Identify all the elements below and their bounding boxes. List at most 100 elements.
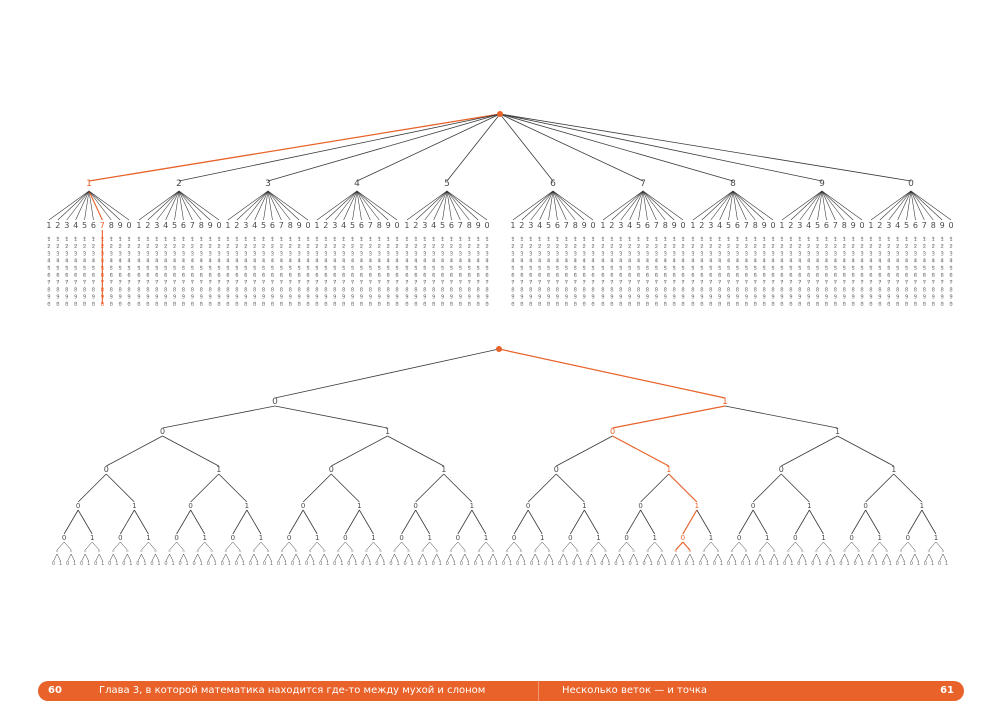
binary-branch bbox=[338, 541, 346, 551]
decimal-stack-digit: 6 bbox=[271, 273, 274, 279]
decimal-stack-node bbox=[164, 280, 167, 283]
decimal-stack-node bbox=[217, 294, 221, 297]
decimal-stack-node bbox=[56, 272, 60, 276]
decimal-stack-node bbox=[468, 258, 471, 261]
decimal-stack-node bbox=[637, 236, 640, 240]
binary-branch bbox=[478, 553, 483, 562]
decimal-stack-digit: 2 bbox=[92, 244, 95, 250]
decimal-stack-digit: 2 bbox=[565, 244, 568, 250]
binary-branch bbox=[668, 473, 698, 503]
binary-deep-node bbox=[646, 549, 649, 553]
decimal-stack-digit: 9 bbox=[754, 295, 757, 301]
decimal-stack-digit: 6 bbox=[754, 273, 757, 279]
decimal-stack-digit: 8 bbox=[582, 287, 585, 293]
binary-leaf-digit: 0 bbox=[811, 561, 814, 567]
decimal-stack-digit: 7 bbox=[47, 280, 50, 286]
decimal-stack-digit: 5 bbox=[127, 266, 130, 272]
binary-branch bbox=[432, 553, 437, 562]
decimal-stack-digit: 0 bbox=[709, 302, 712, 308]
decimal-stack-digit: 8 bbox=[485, 287, 488, 293]
binary-branch bbox=[91, 541, 100, 551]
decimal-stack-node bbox=[851, 236, 855, 240]
decimal-stack-node bbox=[574, 272, 577, 276]
binary-deep-node bbox=[519, 549, 523, 553]
binary-leaf-digit: 1 bbox=[453, 561, 456, 567]
decimal-stack-node bbox=[637, 294, 640, 297]
binary-branch bbox=[498, 348, 726, 399]
decimal-level2-branch bbox=[446, 190, 479, 221]
decimal-stack-digit: 6 bbox=[432, 273, 435, 279]
decimal-stack-node bbox=[164, 287, 167, 290]
binary-deep-node bbox=[98, 549, 101, 553]
decimal-stack-node bbox=[672, 236, 676, 240]
decimal-stack-digit: 7 bbox=[851, 280, 854, 286]
binary-branch bbox=[471, 509, 487, 535]
decimal-stack-digit: 3 bbox=[92, 251, 95, 257]
decimal-stack-digit: 1 bbox=[432, 237, 435, 243]
decimal-stack-digit: 7 bbox=[672, 280, 675, 286]
decimal-stack-digit: 7 bbox=[127, 280, 130, 286]
binary-leaf-digit: 0 bbox=[291, 561, 294, 567]
decimal-stack-digit: 9 bbox=[591, 295, 594, 301]
decimal-stack-node bbox=[306, 265, 310, 268]
decimal-stack-digit: 9 bbox=[582, 295, 585, 301]
decimal-stack-node bbox=[423, 236, 426, 240]
decimal-stack-node bbox=[173, 280, 176, 283]
decimal-stack-digit: 2 bbox=[56, 244, 59, 250]
binary-branch bbox=[281, 553, 286, 562]
decimal-stack-node bbox=[127, 280, 131, 283]
decimal-stack-node bbox=[672, 301, 676, 304]
decimal-stack-node bbox=[736, 272, 739, 276]
decimal-stack-digit: 3 bbox=[200, 251, 203, 257]
decimal-stack-digit: 3 bbox=[637, 251, 640, 257]
decimal-level2-digit: 8 bbox=[842, 221, 847, 230]
decimal-stack-node bbox=[217, 258, 221, 261]
decimal-stack-digit: 0 bbox=[736, 302, 739, 308]
binary-deep-node bbox=[252, 549, 256, 553]
decimal-stack-node bbox=[843, 265, 846, 268]
binary-deep-node bbox=[266, 549, 270, 553]
binary-leaf-digit: 1 bbox=[396, 561, 399, 567]
decimal-stack-node bbox=[754, 265, 757, 268]
binary-deep-node bbox=[941, 549, 945, 553]
decimal-stack-digit: 7 bbox=[271, 280, 274, 286]
binary-deep-node bbox=[491, 549, 495, 553]
decimal-stack-node bbox=[538, 243, 541, 247]
decimal-level2-digit: 8 bbox=[377, 221, 382, 230]
decimal-stack-digit: 8 bbox=[395, 287, 398, 293]
decimal-stack-digit: 2 bbox=[619, 244, 622, 250]
decimal-stack-digit: 7 bbox=[191, 280, 194, 286]
decimal-stack-node bbox=[200, 258, 203, 261]
decimal-stack-digit: 4 bbox=[333, 259, 337, 265]
decimal-stack-digit: 7 bbox=[628, 280, 631, 286]
decimal-stack-digit: 9 bbox=[468, 295, 471, 301]
decimal-stack-node bbox=[789, 301, 793, 304]
binary-deep-node bbox=[730, 549, 734, 553]
binary-leaf-digit: 0 bbox=[713, 561, 716, 567]
decimal-stack-digit: 7 bbox=[253, 280, 256, 286]
binary-leaf-digit: 0 bbox=[361, 561, 364, 567]
decimal-stack-node bbox=[173, 294, 176, 297]
decimal-stack-node bbox=[306, 287, 310, 290]
decimal-stack-digit: 8 bbox=[83, 287, 86, 293]
decimal-stack-node bbox=[834, 294, 837, 297]
decimal-stack-digit: 5 bbox=[816, 266, 819, 272]
binary-branch bbox=[429, 541, 437, 551]
decimal-stack-node bbox=[780, 258, 784, 261]
decimal-stack-node bbox=[691, 287, 695, 290]
decimal-stack-node bbox=[65, 265, 68, 268]
decimal-stack-digit: 3 bbox=[324, 251, 327, 257]
binary-branch bbox=[197, 541, 205, 551]
decimal-stack-digit: 9 bbox=[47, 295, 50, 301]
decimal-stack-node bbox=[351, 294, 354, 297]
decimal-stack-node bbox=[432, 301, 435, 304]
decimal-stack-node bbox=[405, 265, 409, 268]
decimal-level2-branch bbox=[732, 190, 774, 221]
binary-node-digit: 1 bbox=[582, 502, 586, 510]
decimal-stack-node bbox=[700, 251, 704, 254]
decimal-level2-digit: 1 bbox=[600, 221, 605, 230]
decimal-stack-node bbox=[538, 280, 541, 283]
decimal-stack-digit: 0 bbox=[92, 302, 95, 308]
decimal-stack-node bbox=[441, 272, 444, 276]
decimal-stack-digit: 1 bbox=[547, 237, 550, 243]
